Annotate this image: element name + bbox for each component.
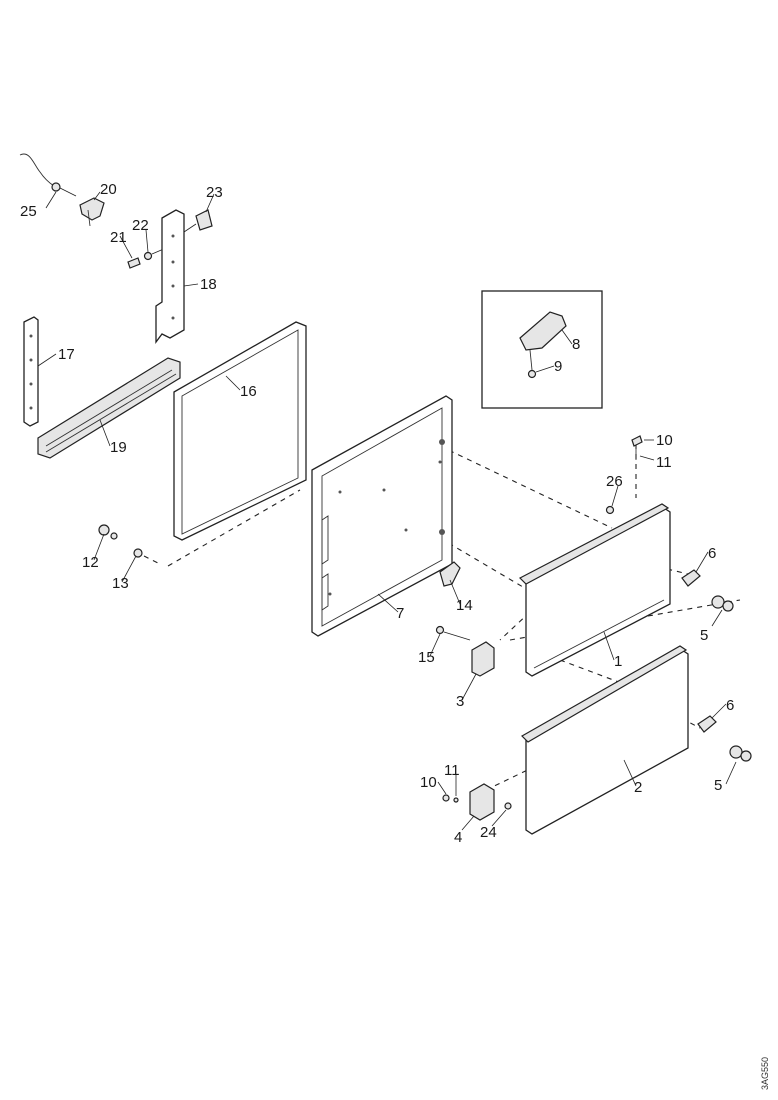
- callout-10-lower: 10: [420, 774, 437, 791]
- part-20-bracket: [79, 197, 105, 227]
- part-26-screw: [605, 505, 615, 515]
- part-18-vertical-bar: [155, 209, 185, 344]
- callout-labels: 25 20 23 22 21 18 17 16 19 12 13 7 14 15…: [20, 181, 734, 846]
- callout-6-upper: 6: [708, 545, 716, 562]
- callout-16: 16: [240, 383, 257, 400]
- part-5-6-upper-knob: [681, 569, 734, 612]
- part-15-screw: [435, 625, 471, 641]
- callout-11-lower: 11: [444, 762, 460, 779]
- callout-25: 25: [20, 203, 37, 220]
- callout-11-upper: 11: [656, 454, 672, 471]
- callout-1: 1: [614, 653, 622, 670]
- callout-24: 24: [480, 824, 497, 841]
- part-10-11-upper-fasteners: [631, 435, 643, 460]
- part-2-lower-panel: [521, 645, 689, 835]
- callout-13: 13: [112, 575, 129, 592]
- callout-17: 17: [58, 346, 75, 363]
- callout-2: 2: [634, 779, 642, 796]
- reference-code: 3AG550: [760, 1057, 770, 1090]
- callout-18: 18: [200, 276, 217, 293]
- part-25-cable: [19, 153, 77, 197]
- part-16-glass-panel: [173, 321, 307, 541]
- part-4-hinge-lower: [442, 783, 512, 821]
- callout-6-lower: 6: [726, 697, 734, 714]
- part-1-upper-panel: [518, 503, 671, 677]
- callout-9: 9: [554, 358, 562, 375]
- callout-19: 19: [110, 439, 127, 456]
- callout-26: 26: [606, 473, 623, 490]
- callout-7: 7: [396, 605, 404, 622]
- part-7-rear-panel: [311, 395, 453, 637]
- callout-23: 23: [206, 184, 223, 201]
- callout-14: 14: [456, 597, 473, 614]
- part-5-6-lower-knob: [697, 715, 752, 762]
- part-12-13-fasteners: [98, 524, 161, 565]
- callout-20: 20: [100, 181, 117, 198]
- callout-5-lower: 5: [714, 777, 722, 794]
- callout-3: 3: [456, 693, 464, 710]
- callout-12: 12: [82, 554, 99, 571]
- callout-22: 22: [132, 217, 149, 234]
- part-14-clip: [439, 561, 461, 587]
- part-19-rail: [37, 357, 181, 459]
- callout-5-upper: 5: [700, 627, 708, 644]
- leader-lines: [37, 191, 737, 831]
- part-23-clip: [183, 209, 213, 233]
- callout-4: 4: [454, 829, 462, 846]
- inset-detail-box: [481, 290, 603, 409]
- callout-15: 15: [418, 649, 435, 666]
- callout-8: 8: [572, 336, 580, 353]
- part-3-hinge-bracket: [471, 641, 495, 677]
- callout-21: 21: [110, 229, 127, 246]
- part-17-side-strip: [23, 316, 39, 427]
- callout-10-upper: 10: [656, 432, 673, 449]
- part-21-22-screw-washer: [127, 247, 167, 269]
